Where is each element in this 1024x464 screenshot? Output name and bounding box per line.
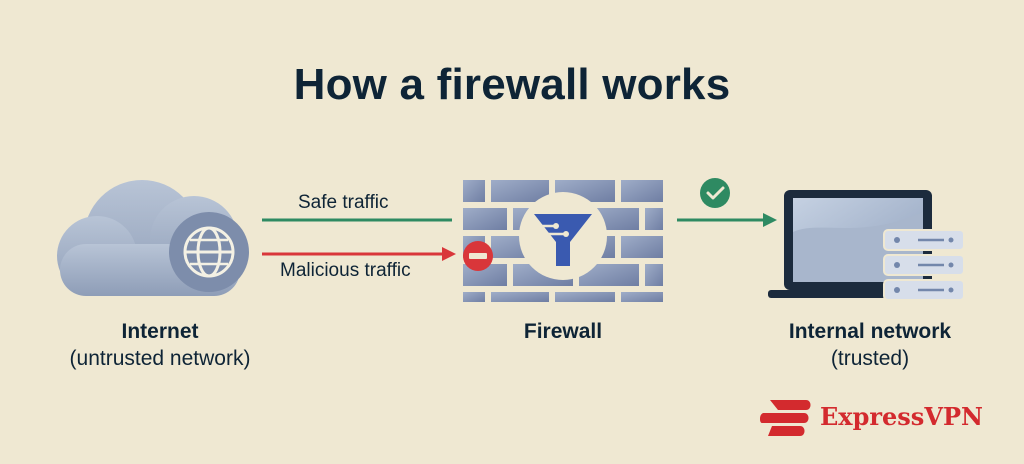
internet-label: Internet (untrusted network) <box>40 318 280 372</box>
blocked-icon <box>463 241 493 271</box>
malicious-traffic-label: Malicious traffic <box>280 260 411 281</box>
firewall-label: Firewall <box>463 318 663 345</box>
internet-subtitle: (untrusted network) <box>69 347 251 370</box>
check-icon <box>700 178 730 208</box>
internet-title: Internet <box>121 320 199 343</box>
malicious-traffic-arrow <box>262 247 456 261</box>
globe-icon <box>169 212 249 292</box>
internal-network-label: Internal network (trusted) <box>760 318 980 372</box>
brand-name: ExpressVPN <box>820 402 983 431</box>
expressvpn-logo-icon <box>760 400 811 436</box>
internal-network-subtitle: (trusted) <box>830 347 910 370</box>
brand: ExpressVPN <box>760 394 983 440</box>
page-title: How a firewall works <box>293 60 731 109</box>
firewall-title: Firewall <box>523 320 603 343</box>
filter-icon <box>519 192 607 280</box>
internal-network-title: Internal network <box>788 320 952 343</box>
safe-traffic-label: Safe traffic <box>298 192 389 213</box>
server-icon <box>883 229 965 301</box>
allowed-traffic-arrow <box>677 213 777 227</box>
